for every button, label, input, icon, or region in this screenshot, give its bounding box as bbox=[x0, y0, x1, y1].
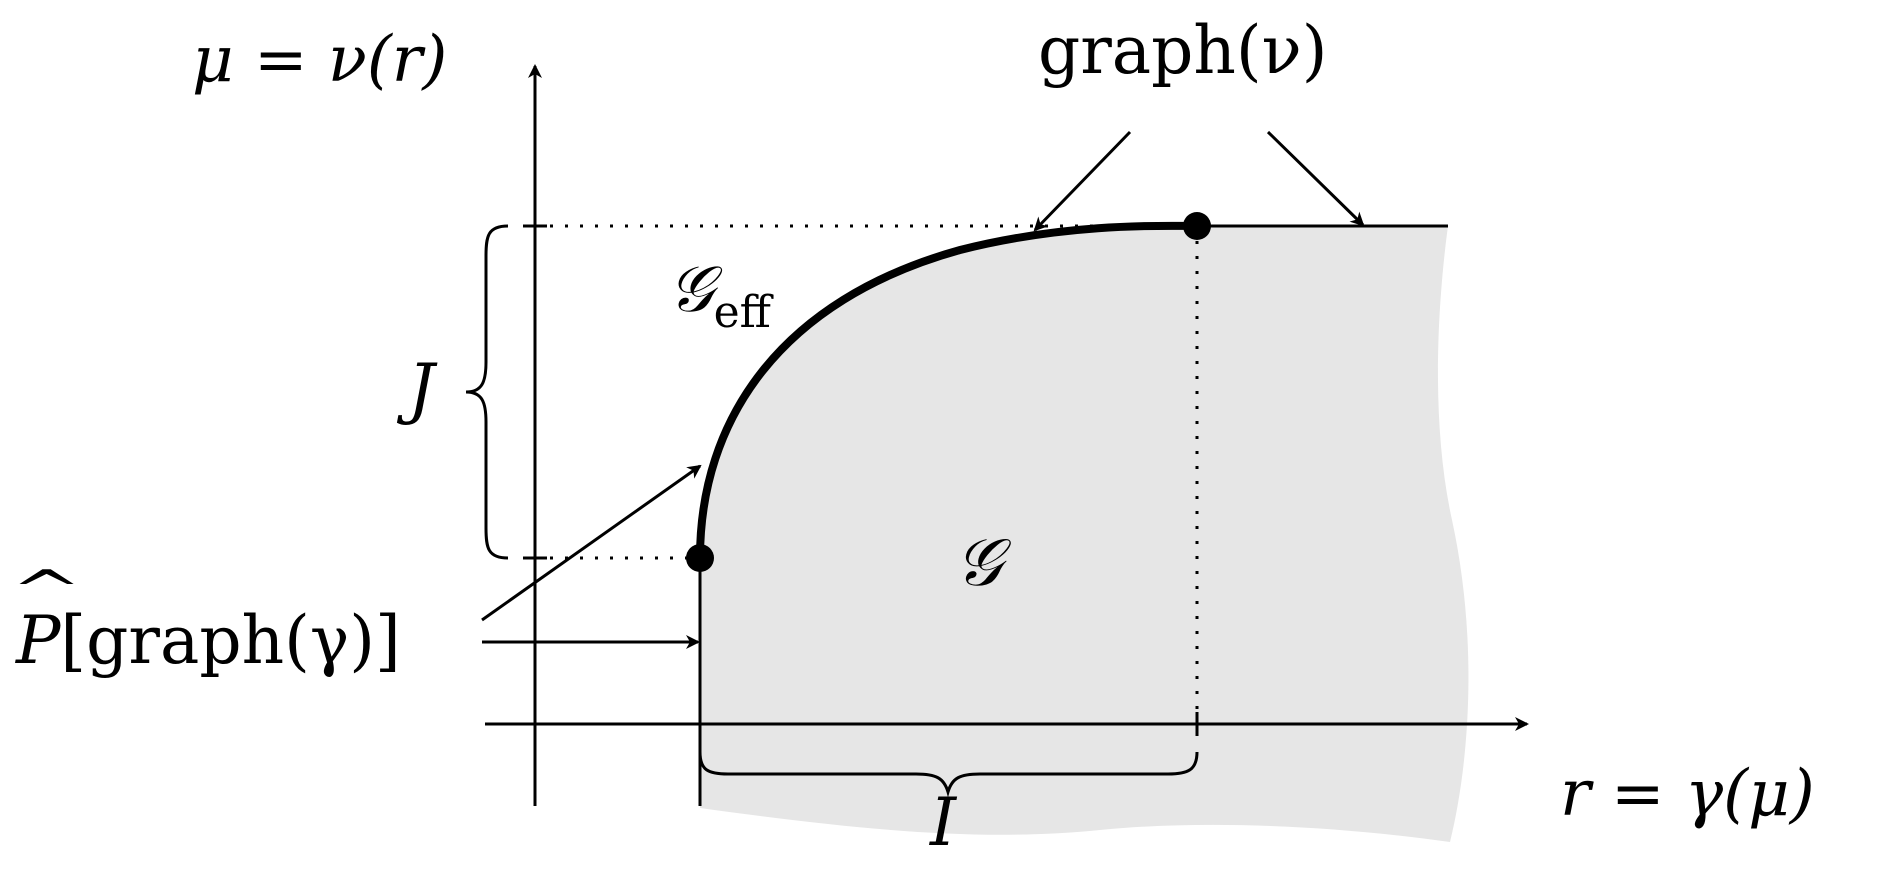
p-hat-label: ^ P [graph(γ)] bbox=[10, 564, 400, 675]
endpoint-top bbox=[1183, 212, 1211, 240]
g-eff-curve bbox=[696, 221, 1201, 562]
arrow-graph-nu-to-curve bbox=[1033, 130, 1132, 232]
i-label: I bbox=[930, 784, 957, 861]
p-hat-letter: ^ P bbox=[10, 564, 82, 674]
p-hat-rest: [graph(γ)] bbox=[60, 602, 401, 679]
brace-j bbox=[465, 224, 509, 560]
y-axis-label: μ = ν(r) bbox=[192, 23, 448, 97]
endpoint-bottom bbox=[686, 544, 714, 572]
region-g-fill bbox=[700, 225, 1469, 842]
j-label: J bbox=[408, 350, 435, 427]
g-eff-subscript: eff bbox=[713, 287, 771, 338]
p-hat-accent: ^ bbox=[10, 559, 83, 622]
brace-i bbox=[698, 751, 1199, 798]
g-eff-label: 𝒢eff bbox=[668, 258, 771, 335]
arrow-phat-to-curve bbox=[481, 464, 702, 622]
graph-nu-label: graph(ν) bbox=[1038, 12, 1328, 89]
x-axis-label: r = γ(μ) bbox=[1560, 757, 1815, 831]
g-eff-symbol: 𝒢 bbox=[668, 253, 714, 327]
p-hat-letter-text: P bbox=[16, 602, 61, 679]
g-region-label: 𝒢 bbox=[955, 524, 1002, 601]
arrow-graph-nu-to-flat bbox=[1266, 130, 1365, 227]
